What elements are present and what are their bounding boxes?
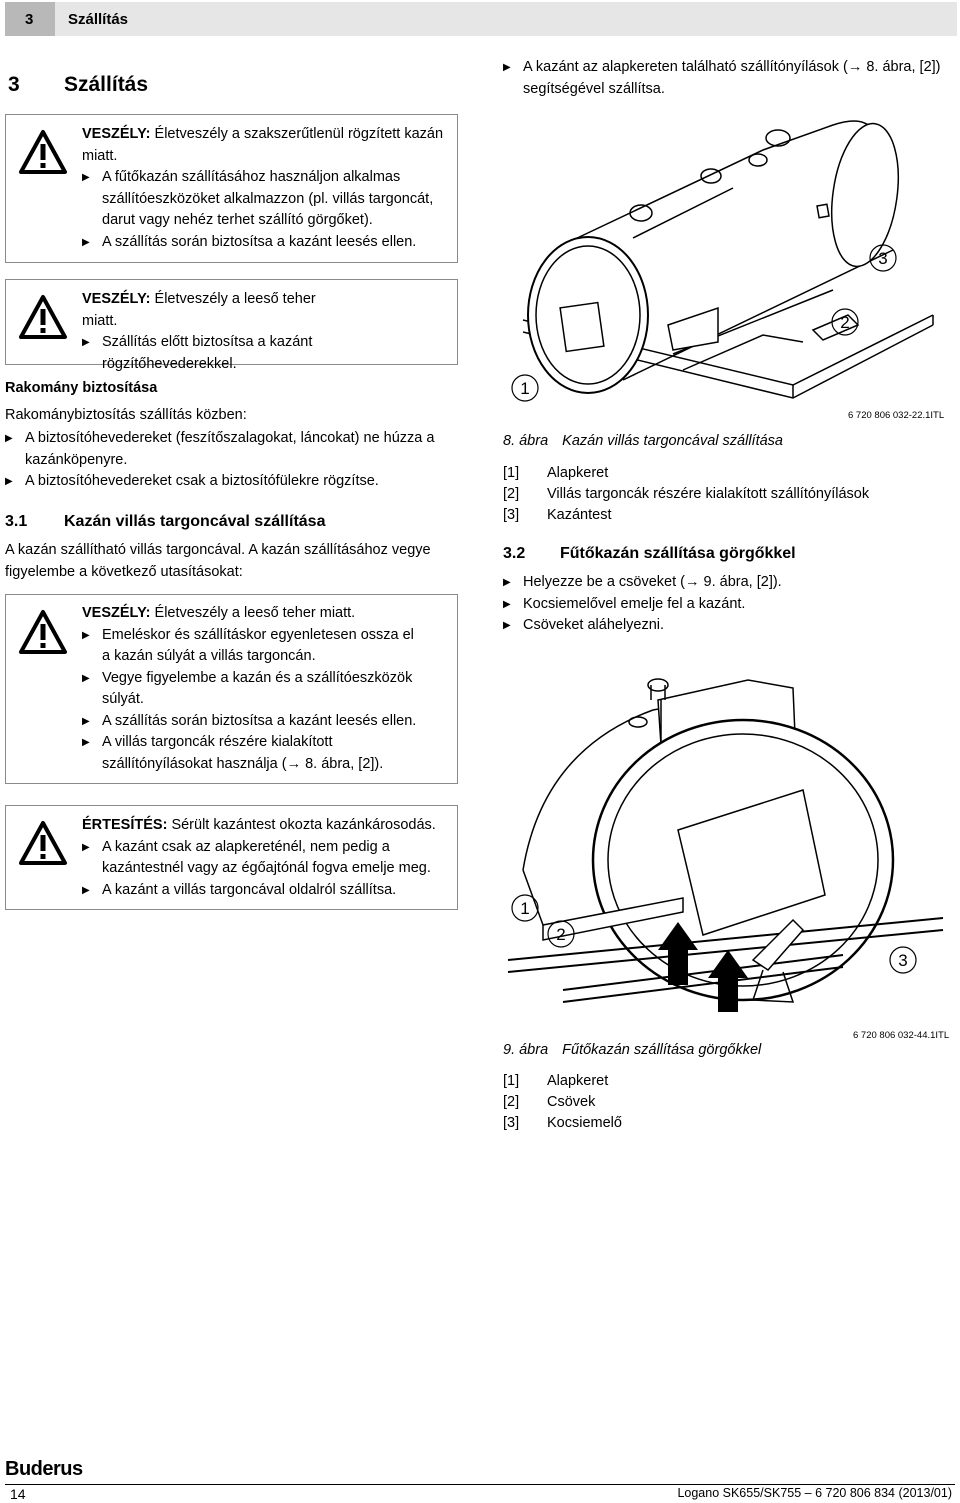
legend-text: Alapkeret [547,465,609,481]
warning-1-item: A fűtőkazán szállításához használjon alk… [82,167,452,232]
notice-item: A kazánt a villás targoncával oldalról s… [82,880,442,902]
legend-row: [2] Csövek [503,1092,953,1113]
footer-rule [5,1484,955,1485]
danger-warning-box-3: VESZÉLY: Életveszély a leeső teher miatt… [5,594,458,784]
section-31-title: Kazán villás targoncával szállítása [64,513,326,530]
legend-text: Csövek [547,1094,596,1110]
figure-8-caption-text: Kazán villás targoncával szállítása [562,433,783,449]
chapter-title: Szállítás [68,10,129,28]
warning-2-message: VESZÉLY: Életveszély a leeső teher miatt… [82,289,322,332]
section-32-title: Fűtőkazán szállítása görgőkkel [560,545,796,562]
figure-8-caption: 8. ábra Kazán villás targoncával szállítá… [503,433,783,449]
warning-3-label: VESZÉLY: [82,605,151,621]
warning-triangle-icon [19,295,67,339]
legend-key: [1] [503,1073,520,1089]
warning-3-item: A szállítás során biztosítsa a kazánt le… [82,711,422,733]
warning-triangle-icon [19,821,67,865]
figure-9-id: 6 720 806 032-44.1ITL [853,1030,950,1041]
warning-3-item: Emeléskor és szállításkor egyenletesen o… [82,625,422,668]
figure-9-legend: [1] Alapkeret [2] Csövek [3] Kocsiemelő [503,1071,953,1134]
cargo-item: A biztosítóhevedereket (feszítőszalagoka… [5,428,455,471]
warning-triangle-icon [19,610,67,654]
warning-3-message: VESZÉLY: Életveszély a leeső teher miatt… [82,603,422,625]
warning-1-text: Életveszély a szakszerűtlenül rögzített … [82,126,444,164]
warning-1-item: A szállítás során biztosítsa a kazánt le… [82,232,452,254]
legend-text: Kocsiemelő [547,1115,622,1131]
document-info: Logano SK655/SK755 – 6 720 806 834 (2013… [677,1486,952,1500]
legend-key: [3] [503,507,520,523]
figure-9-callout-1: 1 [520,899,529,918]
notice-message: ÉRTESÍTÉS: Sérült kazántest okozta kazán… [82,815,442,837]
notice-text: Sérült kazántest okozta kazánkárosodás. [171,817,436,833]
figure-8-callout-2: 2 [840,313,849,332]
warning-triangle-icon [19,130,67,174]
warning-2-text: Életveszély a leeső teher miatt. [82,291,316,329]
legend-text: Kazántest [547,507,612,523]
chapter-number: 3 [5,2,55,36]
legend-text: Villás targoncák részére kialakított szá… [547,486,870,502]
page-number: 14 [10,1486,26,1502]
legend-key: [3] [503,1115,520,1131]
cargo-list: A biztosítóhevedereket (feszítőszalagoka… [5,428,455,493]
warning-3-item: A villás targoncák részére kialakított s… [82,732,422,775]
figure-8-callout-1: 1 [520,379,529,398]
figure-8-boiler-forklift-illustration: 1 2 3 [511,120,934,402]
warning-2-label: VESZÉLY: [82,291,151,307]
legend-key: [2] [503,486,520,502]
notice-box: ÉRTESÍTÉS: Sérült kazántest okozta kazán… [5,805,458,910]
danger-warning-box-2: VESZÉLY: Életveszély a leeső teher miatt… [5,279,458,372]
legend-key: [1] [503,465,520,481]
cargo-item: A biztosítóhevedereket csak a biztosítóf… [5,471,455,493]
cargo-intro: Rakománybiztosítás szállítás közben: [5,407,247,423]
section-32-item: Helyezze be a csöveket (→ 9. ábra, [2]). [503,572,953,594]
figure-9-callout-2: 2 [556,925,565,944]
legend-row: [3] Kocsiemelő [503,1113,953,1134]
figure-9-caption-number: 9. ábra [503,1042,549,1058]
warning-3-item: Vegye figyelembe a kazán és a szállítóes… [82,668,422,711]
legend-key: [2] [503,1094,520,1110]
warning-1-message: VESZÉLY: Életveszély a szakszerűtlenül r… [82,124,452,167]
cargo-heading: Rakomány biztosítása [5,380,158,396]
transport-instruction-item: A kazánt az alapkereten található szállí… [503,57,953,100]
warning-2-item: Szállítás előtt biztosítsa a kazánt rögz… [82,332,322,375]
section-32-list: Helyezze be a csöveket (→ 9. ábra, [2]).… [503,572,953,637]
section-32-item: Csöveket aláhelyezni. [503,615,953,637]
warning-3-text: Életveszély a leeső teher miatt. [154,605,356,621]
buderus-logo: Buderus [5,1458,83,1480]
legend-row: [1] Alapkeret [503,1071,953,1092]
figure-8-caption-number: 8. ábra [503,433,549,449]
figure-9-boiler-rollers-illustration: 1 2 3 [507,678,944,1012]
figure-8-legend: [1] Alapkeret [2] Villás targoncák részére… [503,463,953,526]
figure-9-caption: 9. ábra Fűtőkazán szállítása görgőkkel [503,1042,761,1058]
notice-item: A kazánt csak az alapkereténél, nem pedi… [82,837,442,880]
legend-row: [1] Alapkeret [503,463,953,484]
notice-label: ÉRTESÍTÉS: [82,817,168,833]
section-3-title: Szállítás [64,73,149,96]
figure-8-id: 6 720 806 032-22.1ITL [848,410,945,421]
header-band [5,2,957,36]
section-32-item: Kocsiemelővel emelje fel a kazánt. [503,594,953,616]
figure-9-caption-text: Fűtőkazán szállítása görgőkkel [562,1042,762,1058]
section-3-number: 3 [8,73,20,96]
legend-text: Alapkeret [547,1073,609,1089]
warning-1-label: VESZÉLY: [82,126,151,142]
section-31-number: 3.1 [5,513,28,530]
legend-row: [2] Villás targoncák részére kialakított … [503,484,953,505]
danger-warning-box-1: VESZÉLY: Életveszély a szakszerűtlenül r… [5,114,458,263]
figure-8-callout-3: 3 [878,249,887,268]
legend-row: [3] Kazántest [503,505,953,526]
figure-9-callout-3: 3 [898,951,907,970]
transport-instruction: A kazánt az alapkereten található szállí… [503,57,953,100]
section-31-text: A kazán szállítható villás targoncával. … [5,542,431,580]
section-32-number: 3.2 [503,545,526,562]
